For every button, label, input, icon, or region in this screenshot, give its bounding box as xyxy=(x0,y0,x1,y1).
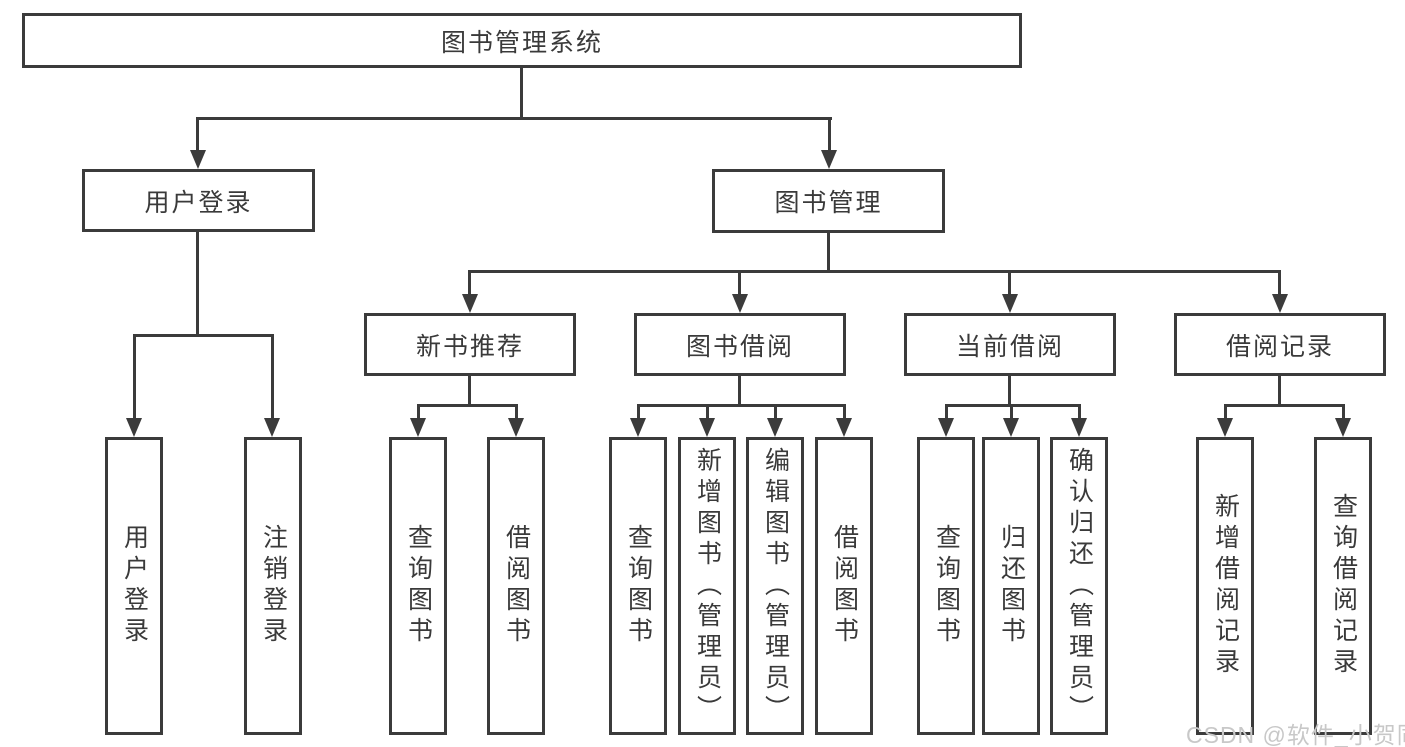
arrowhead-down-icon xyxy=(462,294,478,313)
connector-hline xyxy=(133,334,274,337)
leaf-add-borrow-record: 新增借阅记录 xyxy=(1196,437,1254,735)
node-book-management: 图书管理 xyxy=(712,169,945,233)
connector-hline xyxy=(1224,404,1345,407)
leaf-edit-books-admin: 编辑图书（管理员） xyxy=(746,437,804,735)
arrowhead-down-icon xyxy=(1002,294,1018,313)
arrowhead-down-icon xyxy=(938,418,954,437)
leaf-borrow-books: 借阅图书 xyxy=(815,437,873,735)
connector-vline xyxy=(1224,404,1227,420)
node-user-login: 用户登录 xyxy=(82,169,315,232)
connector-vline xyxy=(468,376,471,407)
connector-vline xyxy=(738,376,741,407)
connector-vline xyxy=(828,117,831,152)
arrowhead-down-icon xyxy=(699,418,715,437)
connector-vline xyxy=(843,404,846,420)
leaf-user-login: 用户登录 xyxy=(105,437,163,735)
connector-vline xyxy=(520,68,523,120)
leaf-query-borrow-record: 查询借阅记录 xyxy=(1314,437,1372,735)
connector-vline xyxy=(774,404,777,420)
connector-vline xyxy=(133,334,136,420)
arrowhead-down-icon xyxy=(508,418,524,437)
connector-vline xyxy=(1078,404,1081,420)
leaf-confirm-return-admin: 确认归还（管理员） xyxy=(1050,437,1108,735)
arrowhead-down-icon xyxy=(1071,418,1087,437)
csdn-watermark: CSDN @软件_小贺同学 xyxy=(1186,722,1405,747)
arrowhead-down-icon xyxy=(767,418,783,437)
arrowhead-down-icon xyxy=(264,418,280,437)
arrowhead-down-icon xyxy=(190,150,206,169)
connector-hline xyxy=(945,404,1081,407)
connector-vline xyxy=(468,270,471,296)
connector-vline xyxy=(515,404,518,420)
connector-hline xyxy=(417,404,518,407)
connector-hline xyxy=(196,117,832,120)
arrowhead-down-icon xyxy=(1335,418,1351,437)
leaf-borrow-books-recommend: 借阅图书 xyxy=(487,437,545,735)
node-new-book-recommendation: 新书推荐 xyxy=(364,313,576,376)
leaf-query-books-current: 查询图书 xyxy=(917,437,975,735)
connector-vline xyxy=(738,270,741,296)
node-library-management-system: 图书管理系统 xyxy=(22,13,1022,68)
connector-vline xyxy=(1278,270,1281,296)
connector-vline xyxy=(271,334,274,420)
arrowhead-down-icon xyxy=(126,418,142,437)
connector-vline xyxy=(1008,376,1011,407)
leaf-query-books-borrowing: 查询图书 xyxy=(609,437,667,735)
connector-hline xyxy=(468,270,1281,273)
arrowhead-down-icon xyxy=(732,294,748,313)
connector-vline xyxy=(1008,270,1011,296)
arrowhead-down-icon xyxy=(836,418,852,437)
arrowhead-down-icon xyxy=(630,418,646,437)
arrowhead-down-icon xyxy=(1217,418,1233,437)
connector-vline xyxy=(1010,404,1013,420)
connector-vline xyxy=(196,232,199,337)
connector-vline xyxy=(1278,376,1281,407)
connector-vline xyxy=(417,404,420,420)
connector-vline xyxy=(706,404,709,420)
leaf-return-books: 归还图书 xyxy=(982,437,1040,735)
connector-vline xyxy=(637,404,640,420)
connector-vline xyxy=(945,404,948,420)
node-current-borrowing: 当前借阅 xyxy=(904,313,1116,376)
arrowhead-down-icon xyxy=(1272,294,1288,313)
arrowhead-down-icon xyxy=(1003,418,1019,437)
leaf-query-books-recommend: 查询图书 xyxy=(389,437,447,735)
connector-hline xyxy=(637,404,846,407)
connector-vline xyxy=(196,117,199,152)
node-book-borrowing: 图书借阅 xyxy=(634,313,846,376)
leaf-logout: 注销登录 xyxy=(244,437,302,735)
connector-vline xyxy=(1342,404,1345,420)
arrowhead-down-icon xyxy=(410,418,426,437)
connector-vline xyxy=(827,233,830,273)
node-borrowing-records: 借阅记录 xyxy=(1174,313,1386,376)
leaf-add-books-admin: 新增图书（管理员） xyxy=(678,437,736,735)
arrowhead-down-icon xyxy=(821,150,837,169)
